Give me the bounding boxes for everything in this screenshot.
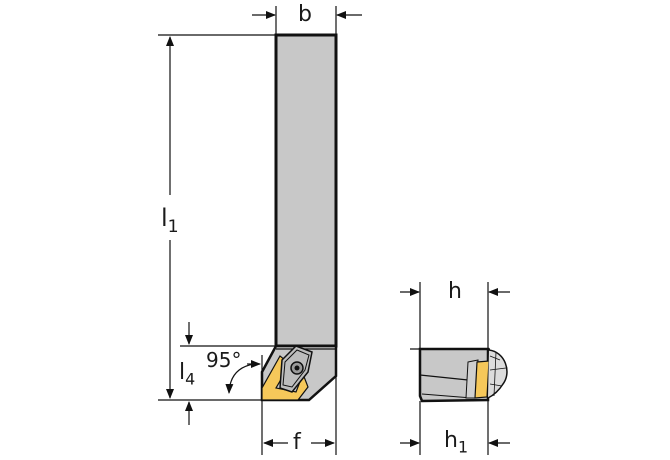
label-angle-95: 95°	[206, 348, 242, 372]
dimension-h1	[400, 400, 510, 455]
label-f: f	[293, 430, 301, 455]
cutting-insert	[261, 345, 313, 401]
label-b: b	[298, 2, 312, 27]
label-l1: l1	[161, 204, 179, 239]
dimension-b	[252, 6, 362, 35]
shank-top-view	[274, 33, 338, 348]
dimension-h	[400, 282, 510, 349]
label-h1: h1	[444, 428, 469, 457]
dimension-l4	[180, 322, 276, 425]
dimension-f	[261, 376, 337, 455]
label-l4: l4	[179, 360, 196, 389]
label-h: h	[448, 279, 462, 304]
side-view	[410, 347, 508, 403]
angle-95	[225, 355, 263, 394]
dimension-l1	[158, 34, 276, 401]
